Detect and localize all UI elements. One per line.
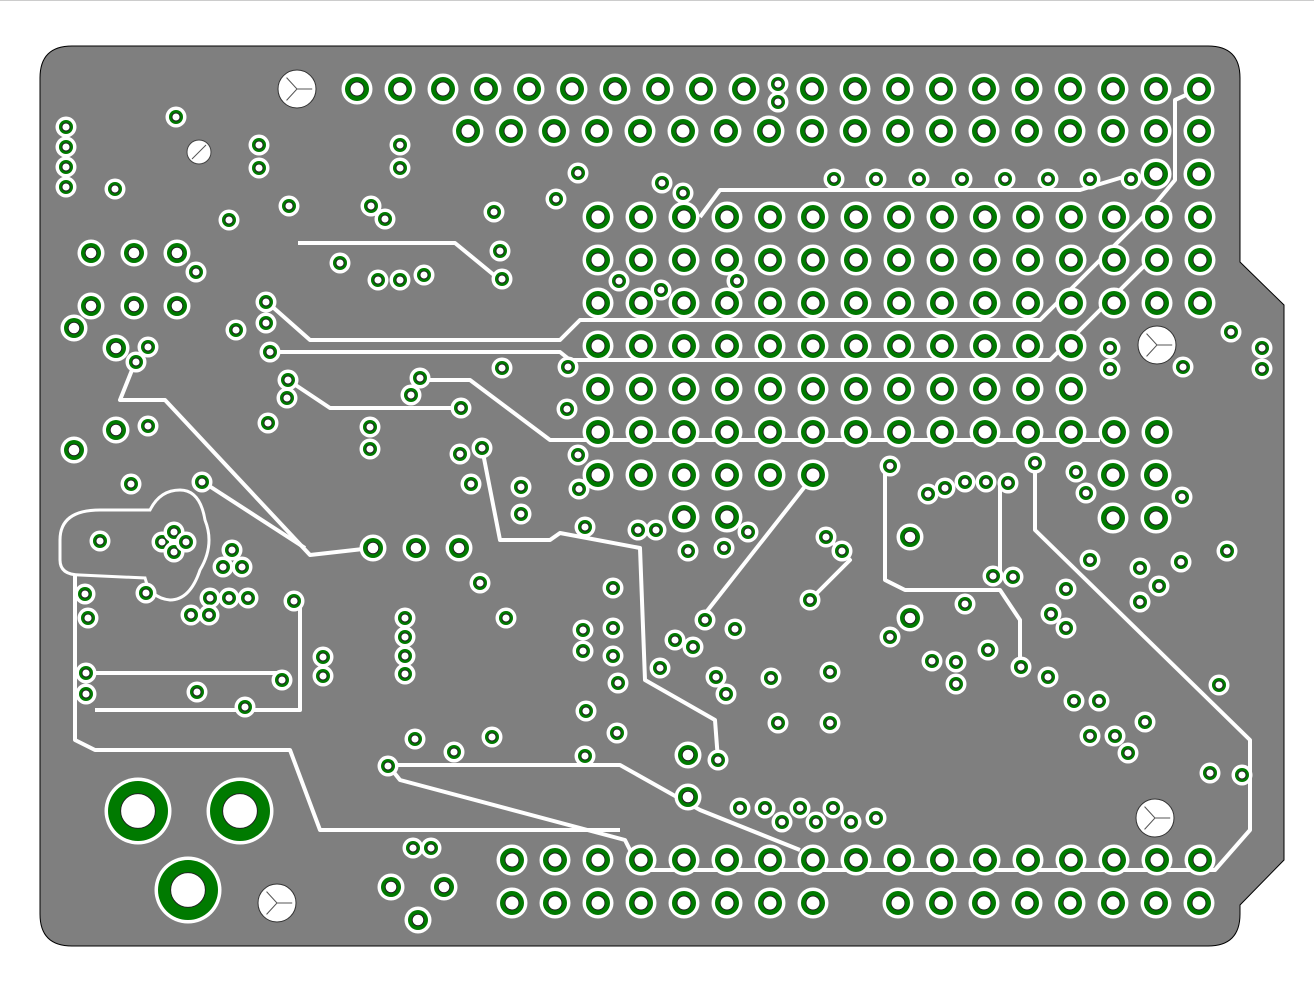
trace [698,173,1131,219]
trace [386,462,1252,872]
copper-island [58,488,211,602]
trace [480,447,720,761]
trace [198,478,307,550]
mounting-holes [186,69,1177,923]
pads-layer [55,73,1273,934]
trace [698,478,812,622]
trace [73,560,620,832]
trace [286,378,460,410]
trace [388,763,801,852]
board-outline [39,45,1285,947]
trace [883,470,1022,665]
trace [118,359,373,557]
trace [95,600,302,712]
trace [298,241,502,282]
window-top-border [0,0,1314,1]
traces-layer [58,87,1252,872]
